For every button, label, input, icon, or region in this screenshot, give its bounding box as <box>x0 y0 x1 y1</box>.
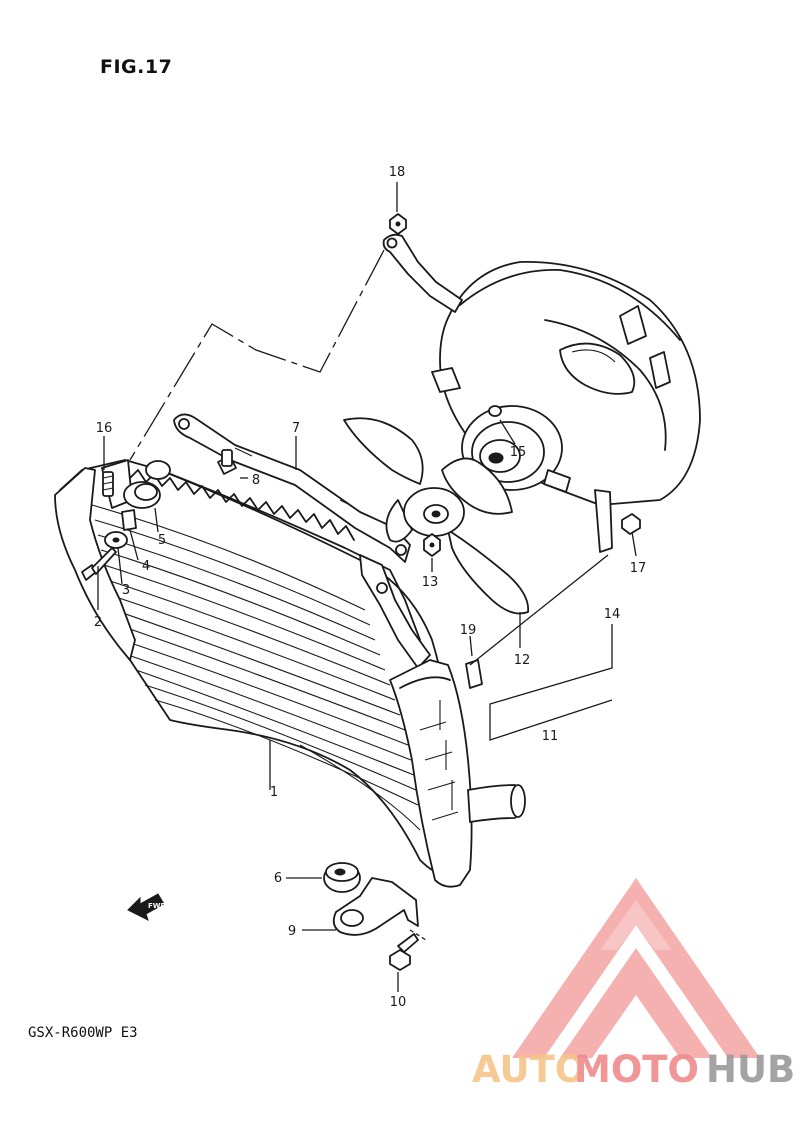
lower-bracket-9 <box>332 877 419 936</box>
callout-5: 5 <box>158 533 166 548</box>
fan-motor-15 <box>461 405 571 493</box>
watermark-text: AUTO MOTO HUB <box>472 1048 795 1091</box>
radiator-side-tank <box>389 659 526 888</box>
bolt-10-icon <box>389 933 419 971</box>
callout-13: 13 <box>422 575 439 590</box>
nut-18-icon <box>389 213 407 235</box>
svg-text:AUTO: AUTO <box>472 1048 586 1091</box>
callout-3: 3 <box>122 583 130 598</box>
callout-16: 16 <box>96 421 113 436</box>
svg-text:HUB: HUB <box>706 1048 795 1091</box>
callout-17: 17 <box>630 561 647 576</box>
callout-15: 15 <box>510 445 527 460</box>
watermark-logo-icon <box>512 878 760 1058</box>
radiator-stay-7 <box>173 413 411 563</box>
grommet-6-icon <box>323 862 361 893</box>
callout-14: 14 <box>604 607 621 622</box>
bolt-17-icon <box>621 513 641 535</box>
callout-7: 7 <box>292 421 300 436</box>
callout-10: 10 <box>390 995 407 1010</box>
callout-12: 12 <box>514 653 531 668</box>
nut-13-icon <box>423 533 441 557</box>
svg-text:FWD: FWD <box>148 902 167 910</box>
fan-blade-12 <box>343 417 530 615</box>
forward-direction-icon: FWD <box>127 893 167 921</box>
left-mount-hardware <box>81 459 171 581</box>
callout-8: 8 <box>252 473 260 488</box>
leader-lines <box>97 182 637 992</box>
callout-1: 1 <box>270 785 278 800</box>
callout-11: 11 <box>542 729 559 744</box>
clip-19-icon <box>465 659 483 689</box>
svg-text:MOTO: MOTO <box>574 1048 699 1091</box>
callout-2: 2 <box>94 615 102 630</box>
figure-title: FIG.17 <box>100 56 173 78</box>
bolt-8-icon <box>217 449 237 475</box>
callout-labels: 18 16 7 8 15 5 4 3 2 13 17 14 19 12 11 1… <box>94 165 646 1010</box>
callout-19: 19 <box>460 623 477 638</box>
callout-18: 18 <box>389 165 406 180</box>
model-code-label: GSX-R600WP E3 <box>28 1025 138 1041</box>
collar-4-icon <box>121 509 137 531</box>
screw-15-icon <box>488 405 502 417</box>
callout-9: 9 <box>288 924 296 939</box>
callout-4: 4 <box>142 559 150 574</box>
callout-6: 6 <box>274 871 282 886</box>
